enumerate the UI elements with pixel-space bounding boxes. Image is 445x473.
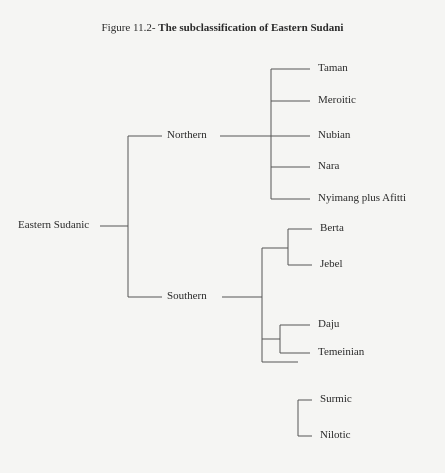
leaf-berta: Berta [320, 222, 344, 234]
leaf-nilotic: Nilotic [320, 429, 351, 441]
figure-title: Figure 11.2- The subclassification of Ea… [0, 22, 445, 34]
leaf-nara: Nara [318, 160, 340, 172]
figure-number: Figure 11.2- [101, 22, 156, 34]
root-label: Eastern Sudanic [18, 219, 90, 231]
leaf-taman: Taman [318, 62, 348, 74]
leaf-meroitic: Meroitic [318, 94, 356, 106]
leaf-nyimang-afitti: Nyimang plus Afitti [318, 192, 406, 204]
leaf-jebel: Jebel [320, 258, 343, 270]
leaf-surmic: Surmic [320, 393, 352, 405]
southern-label: Southern [167, 290, 207, 302]
leaf-daju: Daju [318, 318, 340, 330]
northern-label: Northern [167, 129, 207, 141]
figure-caption: The subclassification of Eastern Sudani [158, 22, 344, 34]
leaf-temeinian: Temeinian [318, 346, 365, 358]
leaf-nubian: Nubian [318, 129, 351, 141]
